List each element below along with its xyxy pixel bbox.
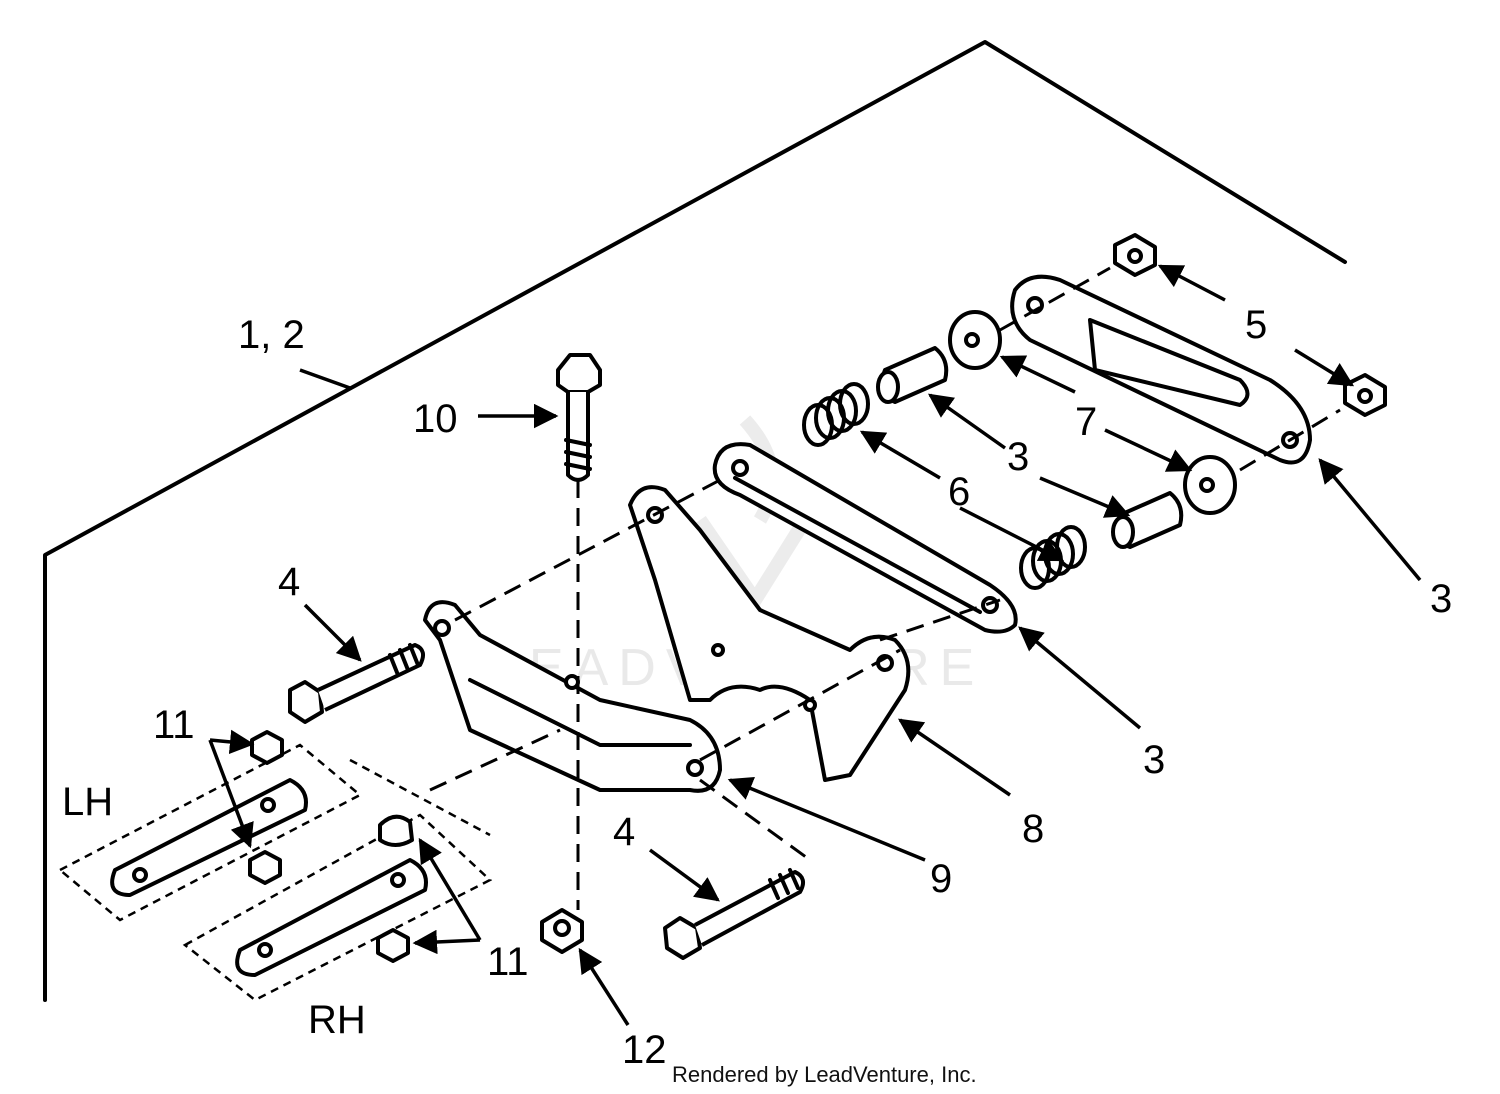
nut-right	[1343, 373, 1387, 417]
large-bracket	[628, 485, 911, 782]
callout-6: 6	[948, 470, 970, 514]
render-credit: Rendered by LeadVenture, Inc.	[672, 1062, 977, 1087]
callout-9: 9	[930, 857, 952, 901]
callout-labels: 1, 2 10 4 4 5 7 3 6 3 3 8 9 11 11 12 LH …	[62, 303, 1452, 1072]
washer-bottom	[1183, 455, 1237, 515]
washer-top	[948, 310, 1002, 370]
callout-4-upper: 4	[278, 560, 300, 604]
callout-11-upper: 11	[153, 703, 195, 747]
nut-bottom	[540, 908, 584, 954]
label-lh: LH	[62, 780, 113, 824]
leader-lines	[208, 264, 1422, 1026]
bolt-vertical	[556, 353, 602, 482]
callout-3-center: 3	[1007, 435, 1029, 479]
frame-outline	[43, 40, 1347, 1002]
label-rh: RH	[308, 998, 366, 1042]
spacer-top	[876, 346, 949, 404]
callout-5: 5	[1245, 303, 1267, 347]
callout-10: 10	[413, 397, 458, 441]
callout-11-lower: 11	[487, 940, 529, 984]
spring-top	[802, 382, 870, 447]
bolt-left	[288, 643, 426, 724]
callout-4-lower: 4	[613, 810, 635, 854]
callout-3-lower: 3	[1143, 738, 1165, 782]
callout-8: 8	[1022, 807, 1044, 851]
callout-12: 12	[622, 1028, 667, 1072]
alignment-lines	[429, 266, 1341, 910]
nut-top	[1113, 233, 1157, 277]
spacer-bottom	[1111, 491, 1184, 549]
callout-1-2: 1, 2	[238, 313, 305, 357]
spring-bottom	[1019, 525, 1087, 590]
lh-link	[57, 730, 363, 922]
callout-3-right: 3	[1430, 577, 1452, 621]
middle-plate	[712, 442, 1018, 634]
front-bracket	[423, 600, 722, 793]
rh-link	[182, 758, 493, 1002]
callout-7: 7	[1075, 400, 1097, 444]
bolt-lower	[663, 868, 806, 960]
